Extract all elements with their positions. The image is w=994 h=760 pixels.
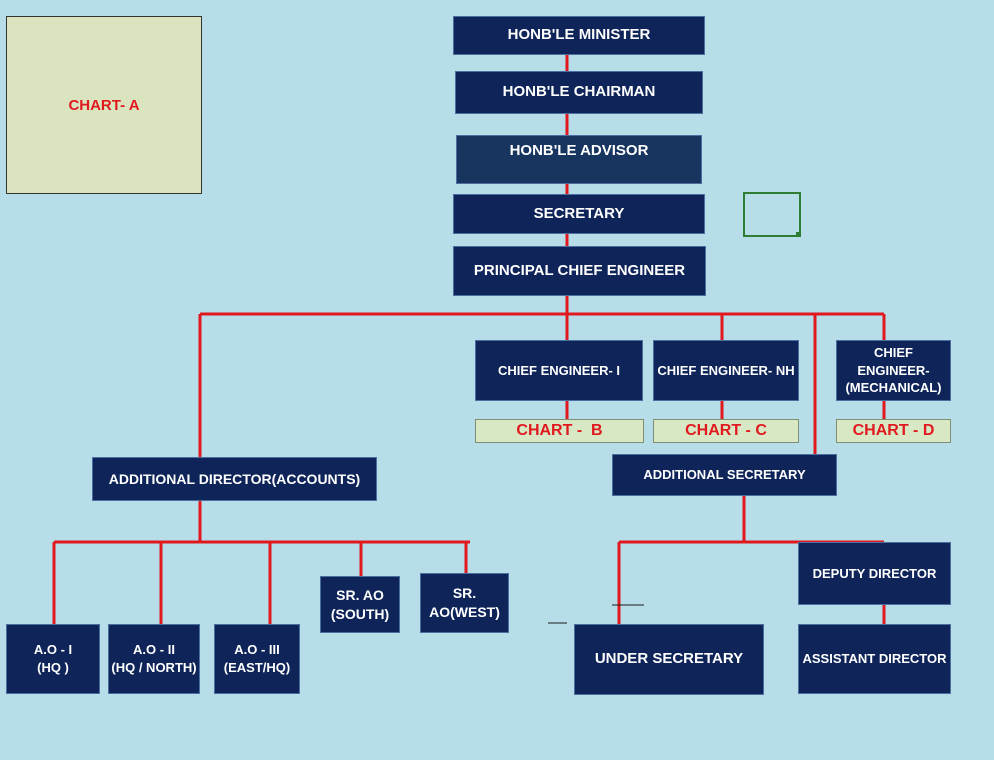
node-secretary: SECRETARY — [453, 194, 705, 234]
node-deputy-director: DEPUTY DIRECTOR — [798, 542, 951, 605]
node-ao2-label-2: (HQ / NORTH) — [111, 660, 197, 675]
node-ao3-label-1: A.O - III — [234, 642, 280, 658]
node-srao-west-label-1: SR. — [452, 585, 477, 602]
node-ao3-label-2: (EAST/HQ) — [223, 660, 291, 675]
node-ao-iii: A.O - III (EAST/HQ) — [214, 624, 300, 694]
node-advisor: HONB'LE ADVISOR — [456, 135, 702, 184]
node-add-dir-label: ADDITIONAL DIRECTOR(ACCOUNTS) — [108, 470, 361, 487]
node-ao-ii: A.O - II (HQ / NORTH) — [108, 624, 200, 694]
node-chief-engineer-i: CHIEF ENGINEER- I — [475, 340, 643, 401]
node-ao2-label-1: A.O - II — [133, 642, 175, 658]
node-srao-west-label-2: AO(WEST) — [429, 604, 500, 620]
node-principal-chief-engineer: PRINCIPAL CHIEF ENGINEER — [453, 246, 706, 296]
node-asst-dir-label: ASSISTANT DIRECTOR — [802, 651, 947, 667]
node-add-sec-label: ADDITIONAL SECRETARY — [643, 467, 806, 483]
node-assistant-director: ASSISTANT DIRECTOR — [798, 624, 951, 694]
node-minister-label: HONB'LE MINISTER — [507, 26, 651, 44]
node-minister: HONB'LE MINISTER — [453, 16, 705, 55]
node-srao-south-label-2: (SOUTH) — [330, 605, 390, 622]
node-sr-ao-south: SR. AO (SOUTH) — [320, 576, 400, 633]
chart-a-label: CHART- A — [68, 96, 140, 114]
node-advisor-label: HONB'LE ADVISOR — [509, 142, 649, 159]
node-ce-nh-label: CHIEF ENGINEER- NH — [657, 362, 795, 378]
node-ao-i: A.O - I (HQ ) — [6, 624, 100, 694]
chart-c-label: CHART - C — [685, 422, 767, 439]
chart-b-tag: CHART - B — [475, 419, 644, 443]
node-chairman: HONB'LE CHAIRMAN — [455, 71, 703, 114]
node-pce-label: PRINCIPAL CHIEF ENGINEER — [473, 261, 686, 279]
node-deputy-dir-label: DEPUTY DIRECTOR — [812, 565, 937, 581]
chart-c-tag: CHART - C — [653, 419, 799, 443]
node-ce-mech-label-2: (MECHANICAL) — [845, 380, 942, 396]
chart-a-box: CHART- A — [6, 16, 202, 194]
empty-selected-cell — [743, 192, 801, 237]
node-secretary-label: SECRETARY — [533, 204, 625, 222]
node-under-secretary: UNDER SECRETARY — [574, 624, 764, 695]
node-ce1-label: CHIEF ENGINEER- I — [497, 362, 621, 378]
node-ao1-label-2: (HQ ) — [37, 660, 69, 675]
node-additional-director-accounts: ADDITIONAL DIRECTOR(ACCOUNTS) — [92, 457, 377, 501]
node-ce-mech-label-1: CHIEF ENGINEER- — [857, 345, 930, 378]
node-additional-secretary: ADDITIONAL SECRETARY — [612, 454, 837, 496]
node-chief-engineer-nh: CHIEF ENGINEER- NH — [653, 340, 799, 401]
node-chief-engineer-mechanical: CHIEF ENGINEER- (MECHANICAL) — [836, 340, 951, 401]
node-ao1-label-1: A.O - I — [33, 642, 73, 658]
node-srao-south-label-1: SR. AO — [336, 586, 384, 603]
chart-d-tag: CHART - D — [836, 419, 951, 443]
node-sr-ao-west: SR. AO(WEST) — [420, 573, 509, 633]
chart-d-label: CHART - D — [852, 422, 935, 439]
chart-b-label: CHART - B — [516, 422, 603, 439]
node-under-sec-label: UNDER SECRETARY — [594, 650, 744, 668]
node-chairman-label: HONB'LE CHAIRMAN — [502, 83, 656, 101]
